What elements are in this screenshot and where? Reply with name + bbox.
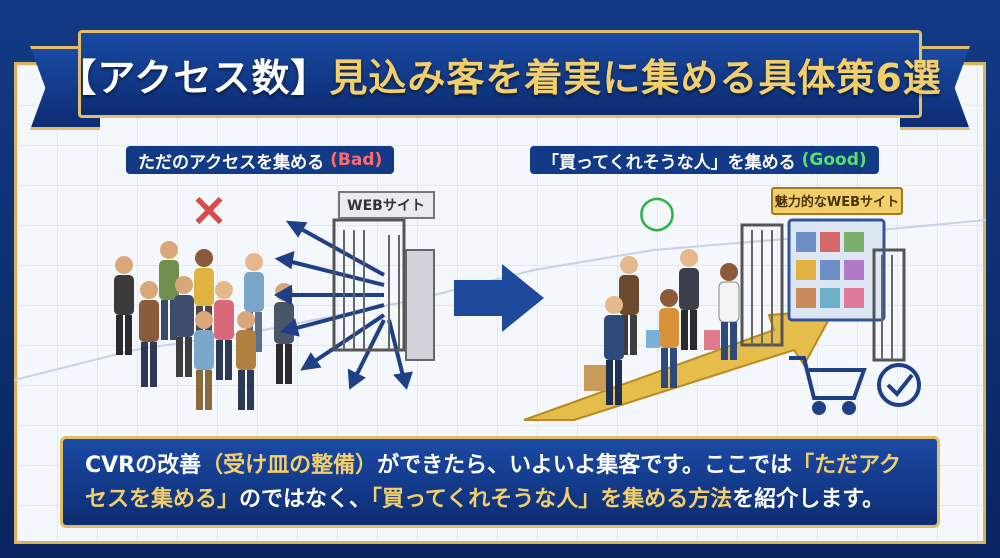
bad-label: ただのアクセスを集める(Bad)	[126, 146, 395, 174]
desc-text: を紹介します。	[732, 487, 885, 512]
title-bracket: 【アクセス数】	[58, 55, 330, 100]
page-title: 【アクセス数】見込み客を着実に集める具体策6選	[58, 47, 942, 102]
check-icon	[877, 363, 921, 407]
bad-tag: (Bad)	[330, 150, 383, 170]
shopper-icon	[659, 289, 679, 388]
transition-arrow-icon	[454, 264, 544, 332]
shopping-bag-icon	[584, 365, 606, 391]
desc-text: CVRの改善	[85, 453, 202, 478]
title-banner: 【アクセス数】見込み客を着実に集める具体策6選	[58, 30, 941, 118]
crowd-people	[114, 241, 294, 410]
person-icon	[236, 311, 256, 410]
person-icon	[114, 256, 134, 355]
desc-highlight: 「買ってくれそうな人」を集める方法	[371, 487, 733, 512]
website-gate: WEBサイト	[332, 191, 435, 361]
shopper-icon	[718, 263, 740, 360]
gate-sign-text: WEBサイト	[347, 198, 425, 214]
person-icon	[214, 281, 234, 380]
person-icon	[139, 281, 159, 387]
good-tag: (Good)	[801, 150, 867, 170]
desc-highlight: セスを集める」	[85, 487, 240, 512]
shopping-bag-icon	[646, 330, 660, 348]
title-main: 見込み客を着実に集める具体策6選	[329, 55, 942, 100]
description-box: CVRの改善（受け皿の整備）ができたら、いよいよ集客です。ここでは「ただアクセス…	[60, 436, 940, 528]
person-icon	[159, 241, 179, 340]
attractive-website-gate: 魅力的なWEBサイト	[740, 187, 906, 362]
svg-text:×: ×	[190, 182, 229, 236]
person-icon	[174, 276, 194, 377]
svg-text:○: ○	[638, 186, 676, 237]
desc-highlight: （受け皿の整備）	[201, 453, 378, 478]
shoppers	[584, 249, 740, 405]
bad-cross-icon: ×	[190, 182, 229, 236]
bad-label-text: ただのアクセスを集める	[138, 152, 325, 173]
good-label: 「買ってくれそうな人」を集める(Good)	[530, 146, 879, 174]
person-icon	[194, 311, 214, 410]
desc-text: のではなく、	[239, 487, 372, 512]
shopper-icon	[604, 296, 624, 405]
gold-path-arrow	[523, 308, 836, 421]
good-circle-icon: ○	[638, 186, 676, 237]
desc-highlight: 「ただアク	[792, 453, 901, 478]
cart-icon	[789, 356, 867, 415]
shopping-bag-icon	[704, 330, 720, 350]
good-label-text: 「買ってくれそうな人」を集める	[542, 152, 796, 173]
desc-text: ができたら、いよいよ集客です。ここでは	[377, 453, 793, 478]
person-icon	[194, 249, 214, 344]
shopper-icon	[619, 256, 639, 355]
attractive-sign-text: 魅力的なWEBサイト	[775, 194, 899, 210]
shopper-icon	[679, 249, 699, 350]
illustration-scene: × WEBサイト	[14, 182, 986, 421]
